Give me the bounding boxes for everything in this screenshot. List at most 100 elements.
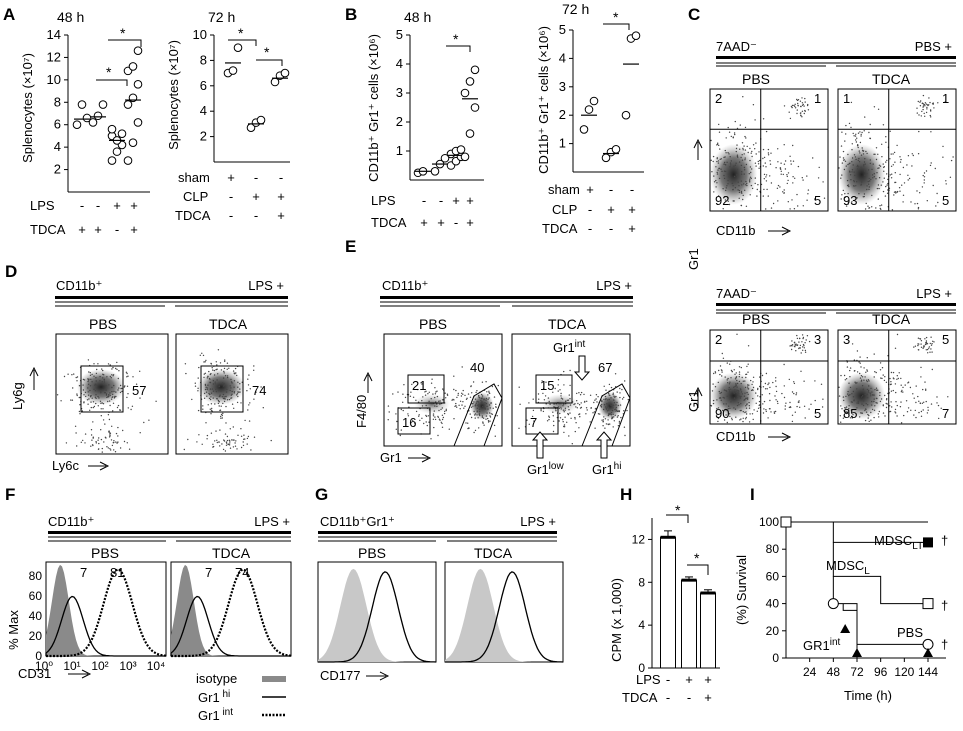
event-dot xyxy=(803,105,805,107)
event-dot xyxy=(445,397,447,399)
event-dot xyxy=(231,403,234,405)
peak-value: 81 xyxy=(110,565,124,580)
event-dot xyxy=(727,183,729,185)
event-dot xyxy=(107,400,109,403)
event-dot xyxy=(807,109,810,111)
axis-label: Gr1 xyxy=(686,248,701,270)
event-dot xyxy=(623,396,625,399)
event-dot xyxy=(545,403,547,405)
event-dot xyxy=(856,181,858,183)
event-dot xyxy=(845,395,847,398)
event-dot xyxy=(884,195,887,197)
event-dot xyxy=(126,396,128,399)
row-value: + xyxy=(466,215,474,230)
event-dot xyxy=(867,391,870,393)
event-dot xyxy=(253,365,255,367)
event-dot xyxy=(202,354,205,357)
event-dot xyxy=(863,170,866,172)
event-dot xyxy=(727,377,729,380)
event-dot xyxy=(578,413,580,416)
event-dot xyxy=(894,383,897,385)
gate-percent: 7 xyxy=(530,415,537,430)
event-dot xyxy=(754,182,756,185)
event-dot xyxy=(770,152,772,154)
event-dot xyxy=(209,408,211,410)
sig-star: * xyxy=(264,44,270,60)
event-dot xyxy=(848,408,850,410)
event-dot xyxy=(745,180,747,183)
event-dot xyxy=(727,152,729,154)
event-dot xyxy=(197,377,199,379)
event-dot xyxy=(907,179,909,181)
event-dot xyxy=(749,181,751,183)
event-dot xyxy=(860,183,863,185)
header-bar xyxy=(716,56,956,59)
event-dot xyxy=(866,380,868,383)
event-dot xyxy=(920,343,922,345)
y-tick-label: 4 xyxy=(559,50,566,65)
event-dot xyxy=(895,192,897,194)
row-value: + xyxy=(252,189,260,204)
x-tick-label: 24 xyxy=(803,665,817,679)
event-dot xyxy=(870,419,872,421)
event-dot xyxy=(810,403,812,405)
event-dot xyxy=(75,376,77,379)
data-point xyxy=(465,77,475,86)
event-dot xyxy=(859,416,861,418)
event-dot xyxy=(467,422,469,424)
event-dot xyxy=(726,379,728,381)
event-dot xyxy=(95,441,97,443)
event-dot xyxy=(929,114,931,117)
event-dot xyxy=(716,173,719,175)
event-dot xyxy=(804,109,806,112)
event-dot xyxy=(876,172,878,174)
event-dot xyxy=(796,112,798,115)
event-dot xyxy=(75,432,77,434)
event-dot xyxy=(846,184,849,187)
event-dot xyxy=(881,156,883,158)
data-point xyxy=(611,144,621,154)
y-tick-label: 0 xyxy=(772,651,779,665)
event-dot xyxy=(848,382,850,384)
event-dot xyxy=(790,348,793,351)
event-dot xyxy=(233,386,235,388)
event-dot xyxy=(411,383,413,386)
event-dot xyxy=(616,416,619,418)
event-dot xyxy=(112,366,114,369)
event-dot xyxy=(211,388,214,390)
event-dot xyxy=(603,398,605,401)
sig-bracket xyxy=(96,79,128,86)
row-label: TDCA xyxy=(175,208,211,223)
y-tick-label: 2 xyxy=(559,107,566,122)
event-dot xyxy=(737,156,739,158)
event-dot xyxy=(748,180,751,182)
event-dot xyxy=(479,411,481,413)
event-dot xyxy=(849,376,851,378)
event-dot xyxy=(868,207,870,209)
event-dot xyxy=(769,163,772,165)
event-dot xyxy=(737,176,739,178)
event-dot xyxy=(91,439,93,441)
event-dot xyxy=(715,414,718,416)
event-dot xyxy=(116,406,119,409)
event-dot xyxy=(205,391,208,393)
event-dot xyxy=(925,388,927,390)
event-dot xyxy=(930,336,932,338)
event-dot xyxy=(115,391,117,393)
event-dot xyxy=(610,386,613,389)
event-dot xyxy=(575,406,577,408)
event-dot xyxy=(857,132,860,134)
event-dot xyxy=(91,397,93,399)
event-dot xyxy=(83,402,85,404)
event-dot xyxy=(552,420,555,422)
event-dot xyxy=(470,416,473,419)
event-dot xyxy=(475,402,477,404)
event-dot xyxy=(765,208,767,210)
event-dot xyxy=(76,376,79,378)
event-dot xyxy=(112,393,114,396)
event-dot xyxy=(98,448,100,450)
event-dot xyxy=(119,384,122,387)
event-dot xyxy=(478,403,480,405)
event-dot xyxy=(474,404,477,406)
event-dot xyxy=(927,409,929,411)
